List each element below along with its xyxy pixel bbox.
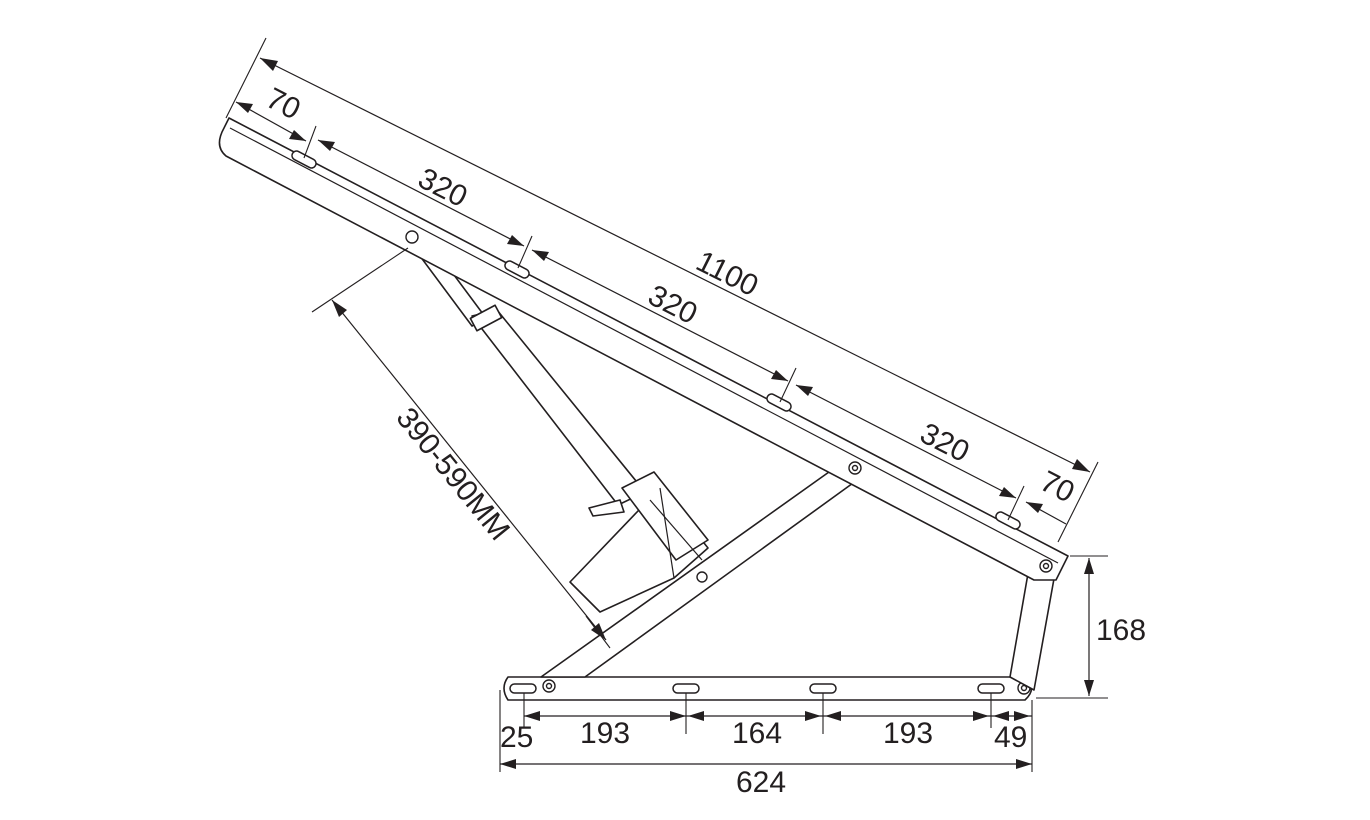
- dim-label-320-a: 320: [413, 162, 473, 214]
- dim-base-chain: 25 193 164 193 49 624: [499, 690, 1033, 799]
- dim-label-1100: 1100: [691, 245, 763, 303]
- dim-label-320-b: 320: [643, 279, 703, 331]
- dim-label-25: 25: [500, 721, 533, 754]
- dim-label-70-right: 70: [1035, 465, 1080, 510]
- dim-label-168: 168: [1096, 614, 1146, 647]
- dim-label-193-a: 193: [580, 717, 630, 750]
- lower-link-arm: [540, 466, 861, 678]
- top-rail: [218, 117, 1069, 581]
- dim-label-193-b: 193: [883, 717, 933, 750]
- dim-height: 168: [1036, 555, 1146, 699]
- actuator-motor: [569, 471, 709, 613]
- dim-label-stroke: 390-590MM: [390, 402, 516, 547]
- dim-label-49: 49: [994, 721, 1027, 754]
- dim-top-chain: 70 320 320 320 70: [235, 82, 1080, 525]
- dim-label-624: 624: [736, 766, 786, 799]
- base-bracket: [503, 676, 1033, 701]
- dim-label-164: 164: [732, 717, 782, 750]
- right-link-arm: [1009, 561, 1058, 691]
- dim-label-320-c: 320: [915, 417, 975, 469]
